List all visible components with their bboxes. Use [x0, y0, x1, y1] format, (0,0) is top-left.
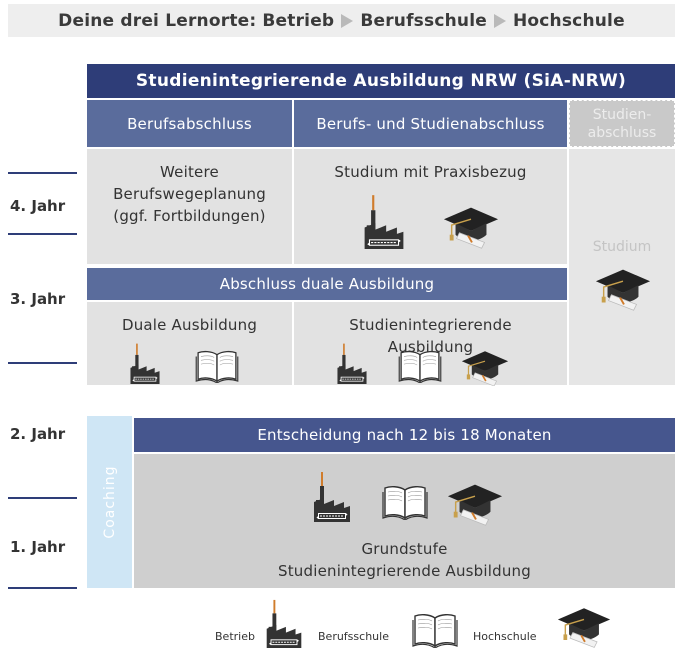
box-studium-mit-praxisbezug: Studium mit Praxisbezug: [294, 149, 567, 264]
box-text-line-1: Grundstufe: [361, 540, 448, 558]
year-divider: [8, 172, 77, 174]
box-studium: Studium: [569, 149, 675, 385]
box-text-line-1: Weitere: [160, 163, 219, 181]
header-step-hochschule: Hochschule: [512, 10, 625, 31]
header-step-betrieb: Betrieb: [262, 10, 335, 31]
factory-icon: [264, 598, 304, 648]
year-divider: [8, 362, 77, 364]
year-label-2: 2. Jahr: [10, 425, 66, 443]
book-icon: [398, 349, 442, 383]
column-header-studienabschluss: Studien- abschluss: [569, 100, 675, 147]
box-studienintegrierende-ausbildung: Studienintegrierende Ausbildung: [294, 302, 567, 385]
box-text: Studium mit Praxisbezug: [334, 163, 527, 181]
header-banner: Deine drei Lernorte: Betrieb Berufsschul…: [8, 4, 675, 37]
box-grundstufe: Grundstufe Studienintegrierende Ausbildu…: [134, 454, 675, 588]
studienabschluss-line-1: Studien-: [592, 106, 652, 123]
box-text-line-2: Studienintegrierende Ausbildung: [278, 562, 531, 580]
year-label-3: 3. Jahr: [10, 290, 66, 308]
coaching-strip: Coaching: [87, 416, 132, 588]
book-icon: [195, 349, 239, 383]
arrow-right-icon: [341, 13, 354, 28]
factory-icon: [334, 342, 370, 384]
bar-abschluss-duale-ausbildung: Abschluss duale Ausbildung: [87, 268, 567, 300]
box-studium-label: Studium: [592, 239, 652, 255]
studienabschluss-line-2: abschluss: [587, 124, 657, 141]
legend-berufsschule-label: Berufsschule: [318, 630, 389, 643]
year-label-1: 1. Jahr: [10, 538, 66, 556]
box-text-line-3: (ggf. Fortbildungen): [113, 207, 266, 225]
legend-hochschule-label: Hochschule: [473, 630, 537, 643]
column-header-berufsabschluss: Berufsabschluss: [87, 100, 292, 147]
factory-icon: [312, 470, 352, 522]
graduation-cap-icon: [460, 348, 510, 386]
header-prefix: Deine drei Lernorte:: [58, 10, 257, 31]
book-icon: [382, 484, 428, 520]
graduation-cap-icon: [556, 604, 612, 648]
factory-icon: [127, 342, 163, 384]
factory-icon: [362, 193, 406, 249]
box-text-line-1: Studienintegrierende: [349, 316, 512, 334]
header-step-berufsschule: Berufsschule: [360, 10, 487, 31]
arrow-right-icon: [493, 13, 506, 28]
book-icon: [412, 612, 458, 648]
year-divider: [8, 587, 77, 589]
year-label-4: 4. Jahr: [10, 197, 66, 215]
box-weitere-berufswegeplanung: Weitere Berufswegeplanung (ggf. Fortbild…: [87, 149, 292, 264]
diagram-title: Studienintegrierende Ausbildung NRW (SiA…: [87, 64, 675, 98]
box-text: Duale Ausbildung: [121, 316, 258, 334]
graduation-cap-icon: [446, 480, 504, 526]
graduation-cap-icon: [442, 203, 500, 249]
year-divider: [8, 497, 77, 499]
legend-betrieb-label: Betrieb: [215, 630, 255, 643]
graduation-cap-icon: [594, 265, 652, 311]
box-duale-ausbildung: Duale Ausbildung: [87, 302, 292, 385]
box-text-line-2: Berufswegeplanung: [113, 185, 266, 203]
year-divider: [8, 233, 77, 235]
column-header-berufs-und-studienabschluss: Berufs- und Studienabschluss: [294, 100, 567, 147]
bar-entscheidung: Entscheidung nach 12 bis 18 Monaten: [134, 418, 675, 452]
coaching-label: Coaching: [101, 465, 118, 539]
